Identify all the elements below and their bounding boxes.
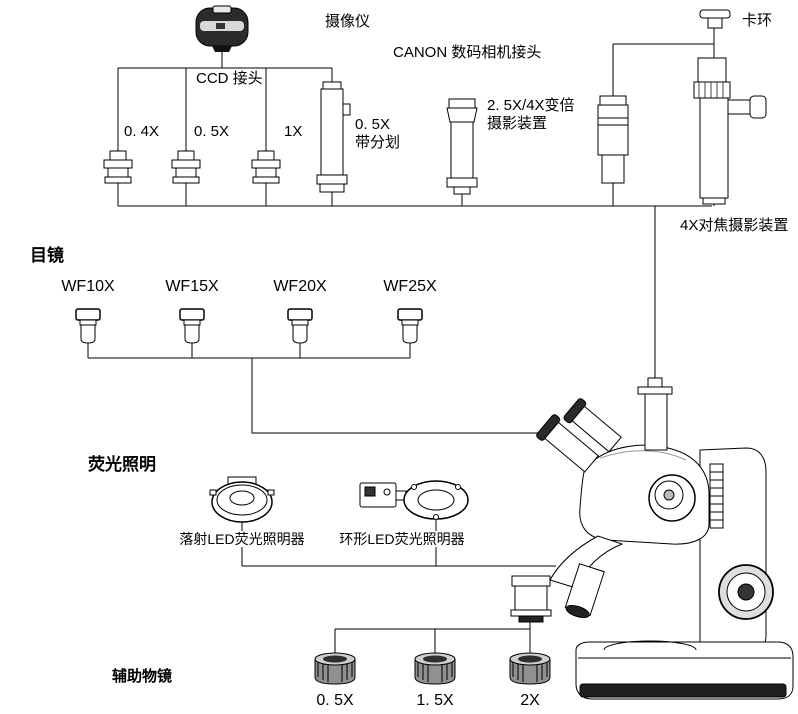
label-zoom-device-line1: 2. 5X/4X变倍 xyxy=(487,97,575,114)
label-reticle-line1: 0. 5X xyxy=(355,116,391,133)
ring-led-illuminator-icon xyxy=(359,480,469,520)
label-camera: 摄像仪 xyxy=(325,13,371,30)
microscope-illustration xyxy=(510,377,794,700)
label-canon-adapter: CANON 数码相机接头 xyxy=(393,44,542,61)
tube-zoom-photo-icon xyxy=(446,98,478,195)
eyepiece-wf20x-icon xyxy=(287,308,313,344)
eyepiece-wf25x-icon xyxy=(397,308,423,344)
label-adapter-1x: 1X xyxy=(284,123,303,140)
label-aux-2x: 2X xyxy=(520,692,540,709)
tube-mid-adapter-icon xyxy=(597,95,629,184)
label-aux-15x: 1. 5X xyxy=(416,692,454,709)
section-aux-objectives: 辅助物镜 xyxy=(112,668,173,685)
label-epi-illuminator: 落射LED荧光照明器 xyxy=(152,531,332,548)
label-focus-device: 4X对焦摄影装置 xyxy=(680,217,789,234)
tube-05x-reticle-icon xyxy=(316,81,351,193)
label-snap-ring: 卡环 xyxy=(742,12,773,29)
adapter-05x-icon xyxy=(171,150,201,184)
eyepiece-wf10x-icon xyxy=(75,308,101,344)
label-wf20x: WF20X xyxy=(273,278,327,295)
aux-lens-15x-icon xyxy=(414,652,456,685)
label-adapter-04x: 0. 4X xyxy=(124,123,160,140)
label-wf10x: WF10X xyxy=(61,278,115,295)
label-zoom-device-line2: 摄影装置 xyxy=(487,115,548,132)
label-reticle-line2: 带分划 xyxy=(355,134,401,151)
section-eyepieces: 目镜 xyxy=(30,246,64,265)
label-adapter-05x: 0. 5X xyxy=(194,123,230,140)
adapter-1x-icon xyxy=(251,150,281,184)
aux-lens-2x-icon xyxy=(509,652,551,685)
aux-lens-05x-icon xyxy=(314,652,356,685)
label-aux-05x: 0. 5X xyxy=(316,692,354,709)
tube-4x-focus-icon xyxy=(693,57,767,205)
label-wf25x: WF25X xyxy=(383,278,437,295)
camera-icon xyxy=(195,5,249,52)
snap-ring-icon xyxy=(699,9,731,29)
epi-led-illuminator-icon xyxy=(209,476,275,523)
section-fluorescent: 荧光照明 xyxy=(88,455,156,474)
adapter-04x-icon xyxy=(103,150,133,184)
label-ccd-adapter: CCD 接头 xyxy=(196,70,263,87)
label-ring-illuminator: 环形LED荧光照明器 xyxy=(312,531,492,548)
label-wf15x: WF15X xyxy=(165,278,219,295)
eyepiece-wf15x-icon xyxy=(179,308,205,344)
